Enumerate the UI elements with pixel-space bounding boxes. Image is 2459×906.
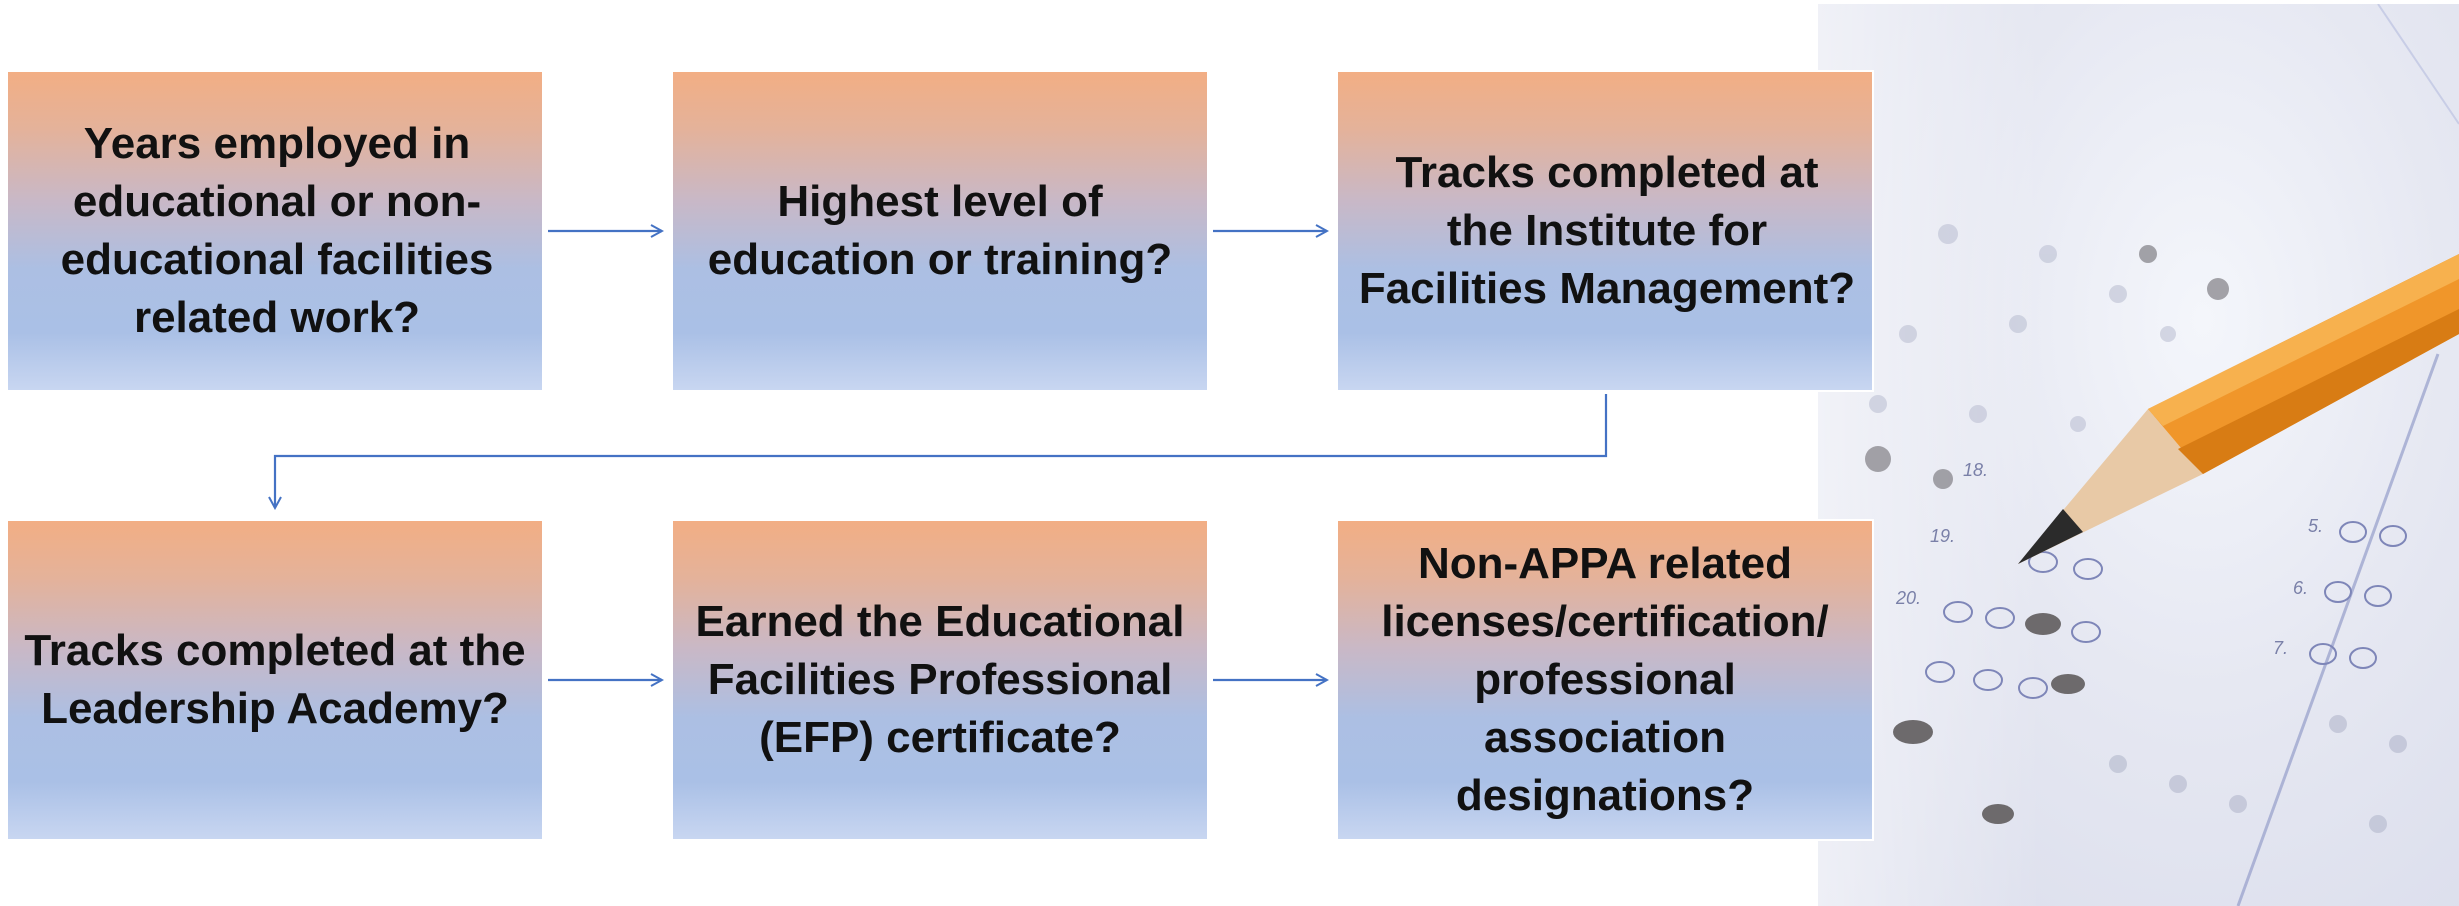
sheet-number-18: 18.	[1963, 460, 1988, 480]
step-label: Tracks completed at the Institute for Fa…	[1358, 148, 1856, 313]
step-label: Highest level of education or training?	[707, 177, 1173, 284]
step-leadership-tracks: Tracks completed at the Leadership Acade…	[6, 519, 544, 841]
step-label: Years employed in educational or non-edu…	[60, 119, 494, 342]
step-non-appa-designations: Non-APPA related licenses/certification/…	[1336, 519, 1874, 841]
step-label: Earned the Educational Facilities Profes…	[695, 597, 1185, 762]
step-efp-certificate: Earned the Educational Facilities Profes…	[671, 519, 1209, 841]
arrow-3-to-4	[275, 394, 1608, 508]
step-years-employed: Years employed in educational or non-edu…	[6, 70, 544, 392]
sheet-number-20: 20.	[1895, 588, 1921, 608]
step-label: Tracks completed at the Leadership Acade…	[24, 626, 526, 733]
sheet-number-5: 5.	[2308, 516, 2323, 536]
step-education-level: Highest level of education or training?	[671, 70, 1209, 392]
step-ifm-tracks: Tracks completed at the Institute for Fa…	[1336, 70, 1874, 392]
sheet-number-19: 19.	[1930, 526, 1955, 546]
sheet-number-6: 6.	[2293, 578, 2308, 598]
answer-sheet-illustration: 18. 19. 20. 5. 6. 7.	[1846, 4, 2459, 906]
answer-sheet-photo: 18. 19. 20. 5. 6. 7.	[1818, 4, 2459, 906]
sheet-number-7: 7.	[2273, 638, 2288, 658]
step-label: Non-APPA related licenses/certification/…	[1381, 539, 1829, 820]
pencil-icon	[2018, 254, 2459, 564]
